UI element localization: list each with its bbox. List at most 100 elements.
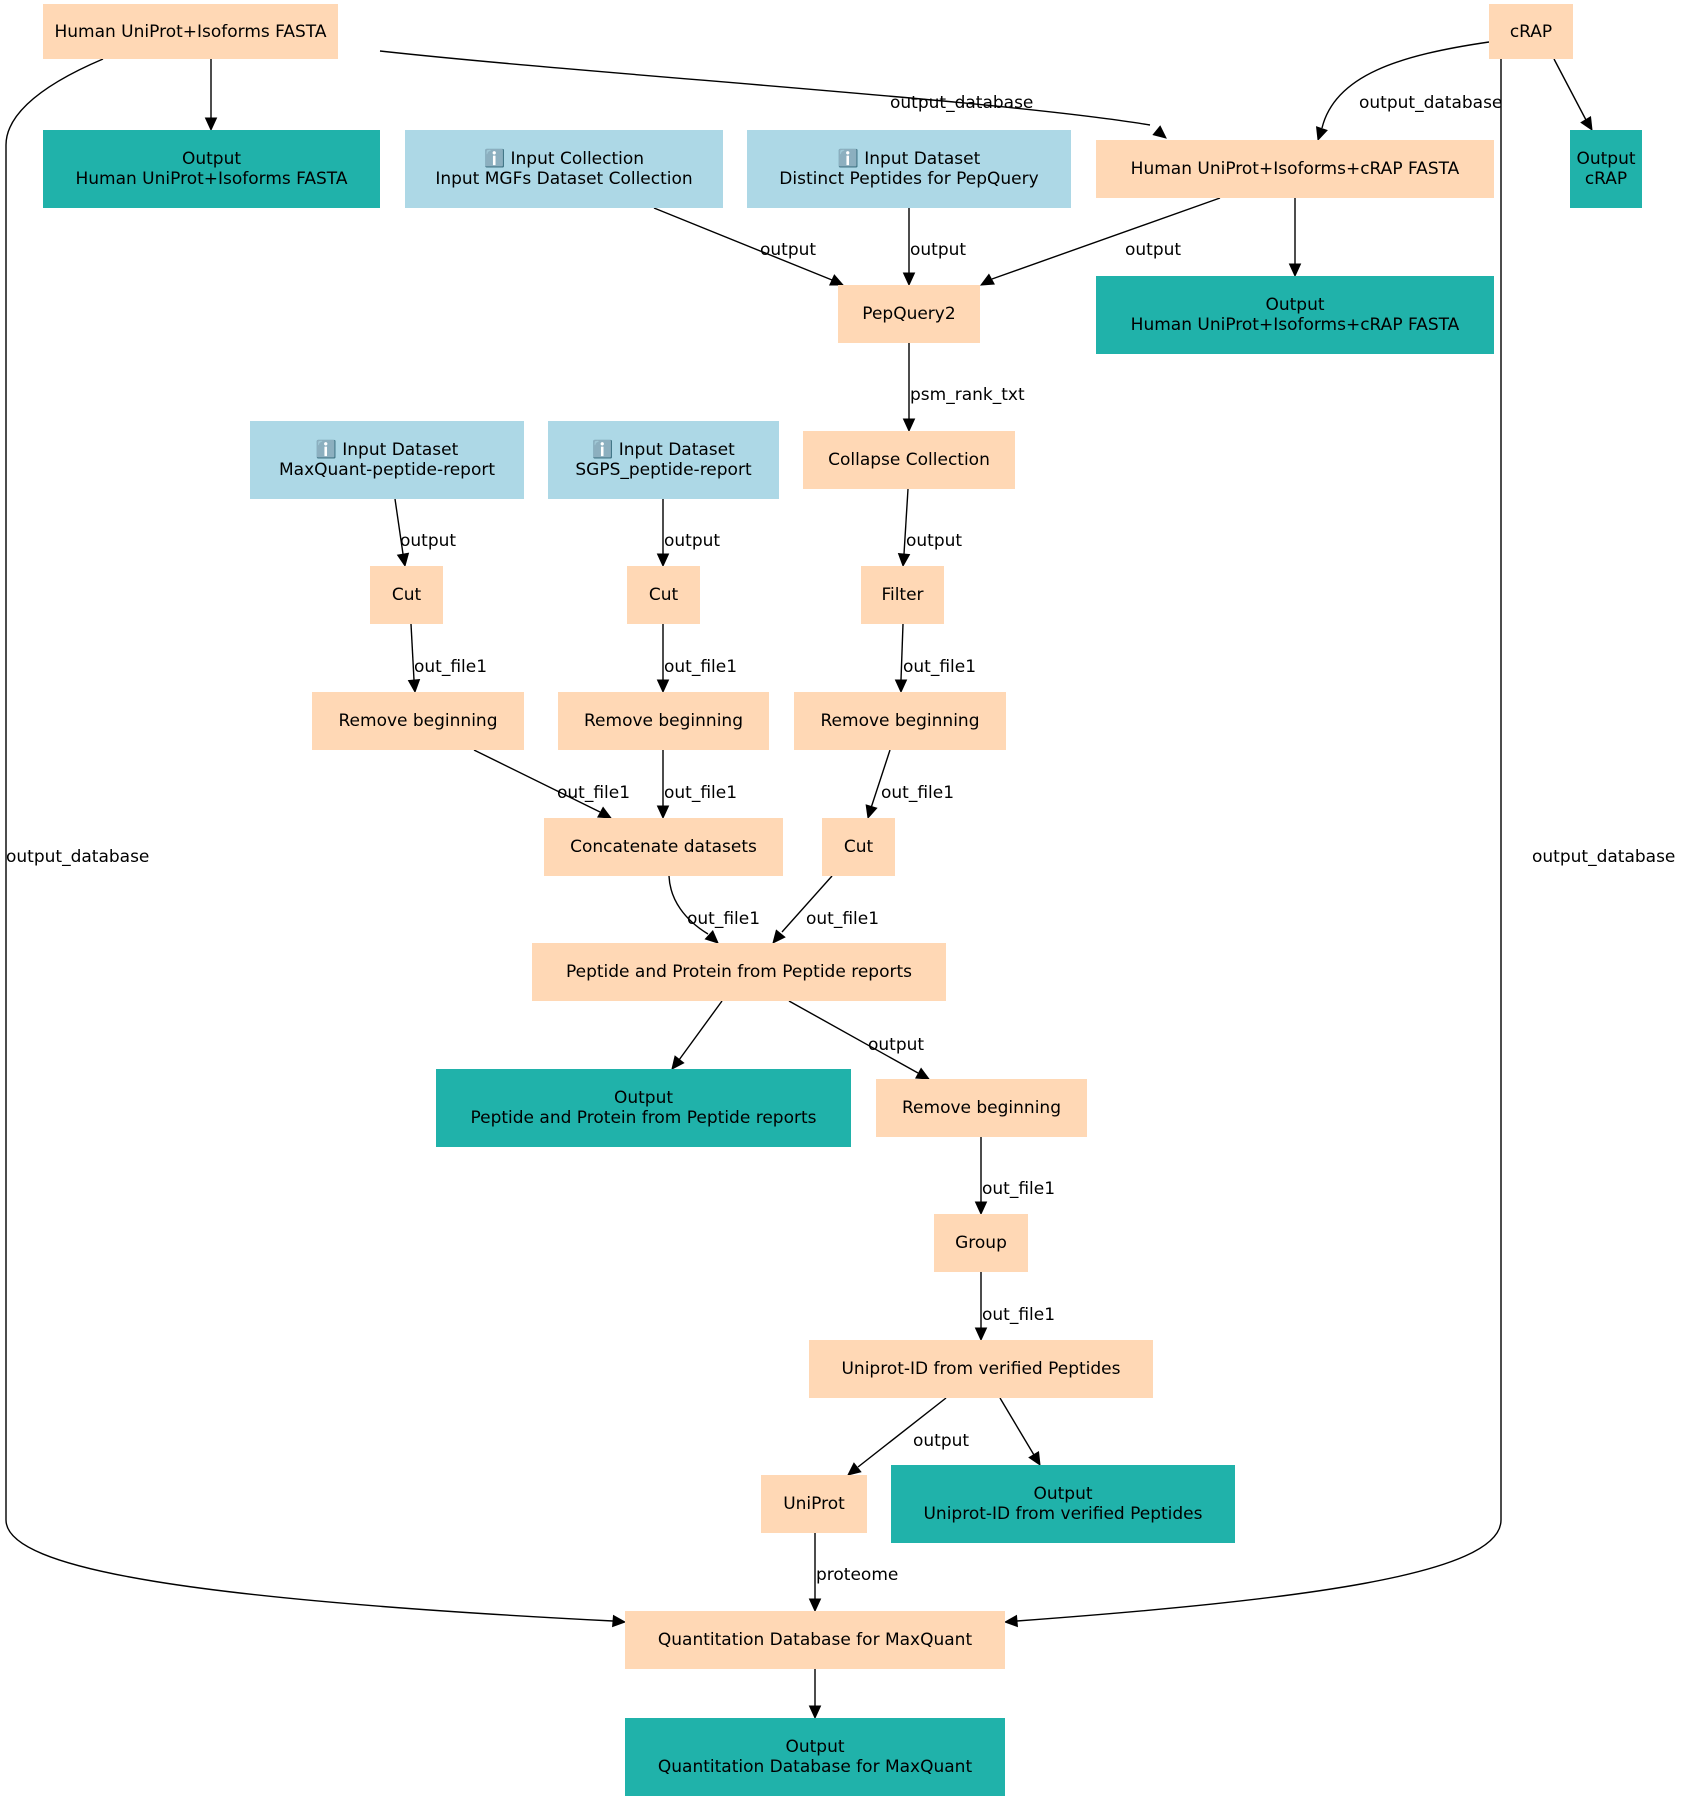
arrowhead [902,418,916,433]
node-title: Concatenate datasets [570,837,757,857]
edge-crap-to-out_crap [1553,58,1587,121]
edge-crap-to-quant_db [1016,59,1502,1622]
node-title: Output [181,149,242,169]
edge-label: out_file1 [982,1305,1056,1325]
edge-uniprot_id-to-uniprot [857,1397,947,1468]
arrowhead [979,273,995,286]
node-remove2[interactable]: Remove beginning [558,692,769,750]
arrowhead [1580,116,1593,132]
arrowhead [1028,1451,1041,1467]
arrowhead [612,1614,627,1628]
node-title: Peptide and Protein from Peptide reports [565,962,912,982]
arrowhead [1003,1614,1018,1628]
edge-human_fasta-to-quant_db [5,58,614,1622]
edge-human_crap_fasta-to-pepquery2 [991,197,1221,280]
arrowhead [808,1705,822,1720]
node-filter[interactable]: Filter [861,566,944,624]
edge-filter-to-remove3 [900,623,904,681]
node-title: Output [1033,1484,1093,1504]
arrowhead [704,929,719,944]
edge-human_fasta-to-human_crap_fasta [379,50,1151,126]
arrowhead [407,679,421,694]
node-collapse[interactable]: Collapse Collection [803,431,1015,489]
node-crap[interactable]: cRAP [1489,4,1573,59]
edge-collapse-to-filter [903,488,909,555]
arrowhead [1288,263,1302,278]
node-cut2[interactable]: Cut [627,566,700,624]
node-subtitle: Quantitation Database for MaxQuant [657,1757,973,1777]
arrowhead [656,553,670,568]
edge-label: output [1125,240,1182,260]
arrowhead [902,272,916,287]
node-title: Quantitation Database for MaxQuant [657,1630,973,1650]
node-concat[interactable]: Concatenate datasets [544,818,783,876]
node-title: Output [613,1088,674,1108]
edge-label: output [906,531,963,551]
node-cut1[interactable]: Cut [370,566,443,624]
arrowhead [808,1598,822,1613]
edge-cut1-to-remove1 [410,623,415,681]
node-human-crap-fasta[interactable]: Human UniProt+Isoforms+cRAP FASTA [1096,140,1494,198]
node-subtitle: cRAP [1584,169,1628,189]
edge-label: output [868,1035,925,1055]
arrowhead [1315,126,1328,142]
node-remove4[interactable]: Remove beginning [876,1079,1087,1137]
edge-label: output [760,240,817,260]
node-uniprot-id[interactable]: Uniprot-ID from verified Peptides [809,1340,1153,1398]
node-quant-db[interactable]: Quantitation Database for MaxQuant [625,1611,1005,1669]
node-uniprot[interactable]: UniProt [761,1475,867,1533]
edge-label: output_database [6,847,150,867]
node-title: Cut [648,585,679,605]
arrowhead [1152,125,1167,139]
edge-label: out_file1 [881,783,955,803]
node-title: Uniprot-ID from verified Peptides [841,1359,1121,1379]
node-subtitle: MaxQuant-peptide-report [278,460,496,480]
edge-remove1-to-concat [473,749,601,813]
node-title: ℹ️ Input Dataset [837,149,981,169]
edge-uniprot_id-to-out_uniprot_id [999,1397,1035,1456]
node-title: ℹ️ Input Collection [483,149,645,169]
node-human-fasta[interactable]: Human UniProt+Isoforms FASTA [43,4,338,59]
node-pep-prot[interactable]: Peptide and Protein from Peptide reports [532,943,946,1001]
edge-label: output_database [1532,847,1676,867]
node-subtitle: Input MGFs Dataset Collection [435,169,693,189]
node-group[interactable]: Group [934,1214,1028,1272]
edge-label: out_file1 [414,657,488,677]
arrowhead [847,1462,862,1476]
node-title: Output [785,1737,845,1757]
arrowhead [671,1055,685,1070]
arrowhead [897,553,911,568]
node-subtitle: Human UniProt+Isoforms+cRAP FASTA [1130,315,1460,335]
node-cut3[interactable]: Cut [822,818,895,876]
edge-label: output [913,1431,970,1451]
node-title: Collapse Collection [828,450,990,470]
arrowhead [865,804,878,820]
edge-in_maxquant-to-cut1 [394,498,404,555]
edge-label: out_file1 [687,909,761,929]
node-subtitle: Distinct Peptides for PepQuery [779,169,1039,189]
arrowhead [204,117,218,132]
node-title: Filter [881,585,924,605]
node-title: PepQuery2 [862,304,956,324]
node-remove3[interactable]: Remove beginning [794,692,1006,750]
node-remove1[interactable]: Remove beginning [312,692,524,750]
edge-remove3-to-cut3 [870,749,891,809]
arrowhead [829,274,845,286]
node-pepquery2[interactable]: PepQuery2 [838,285,980,343]
node-title: UniProt [783,1494,845,1514]
edge-label: out_file1 [557,783,631,803]
node-title: Remove beginning [902,1098,1061,1118]
arrowhead [915,1067,931,1080]
